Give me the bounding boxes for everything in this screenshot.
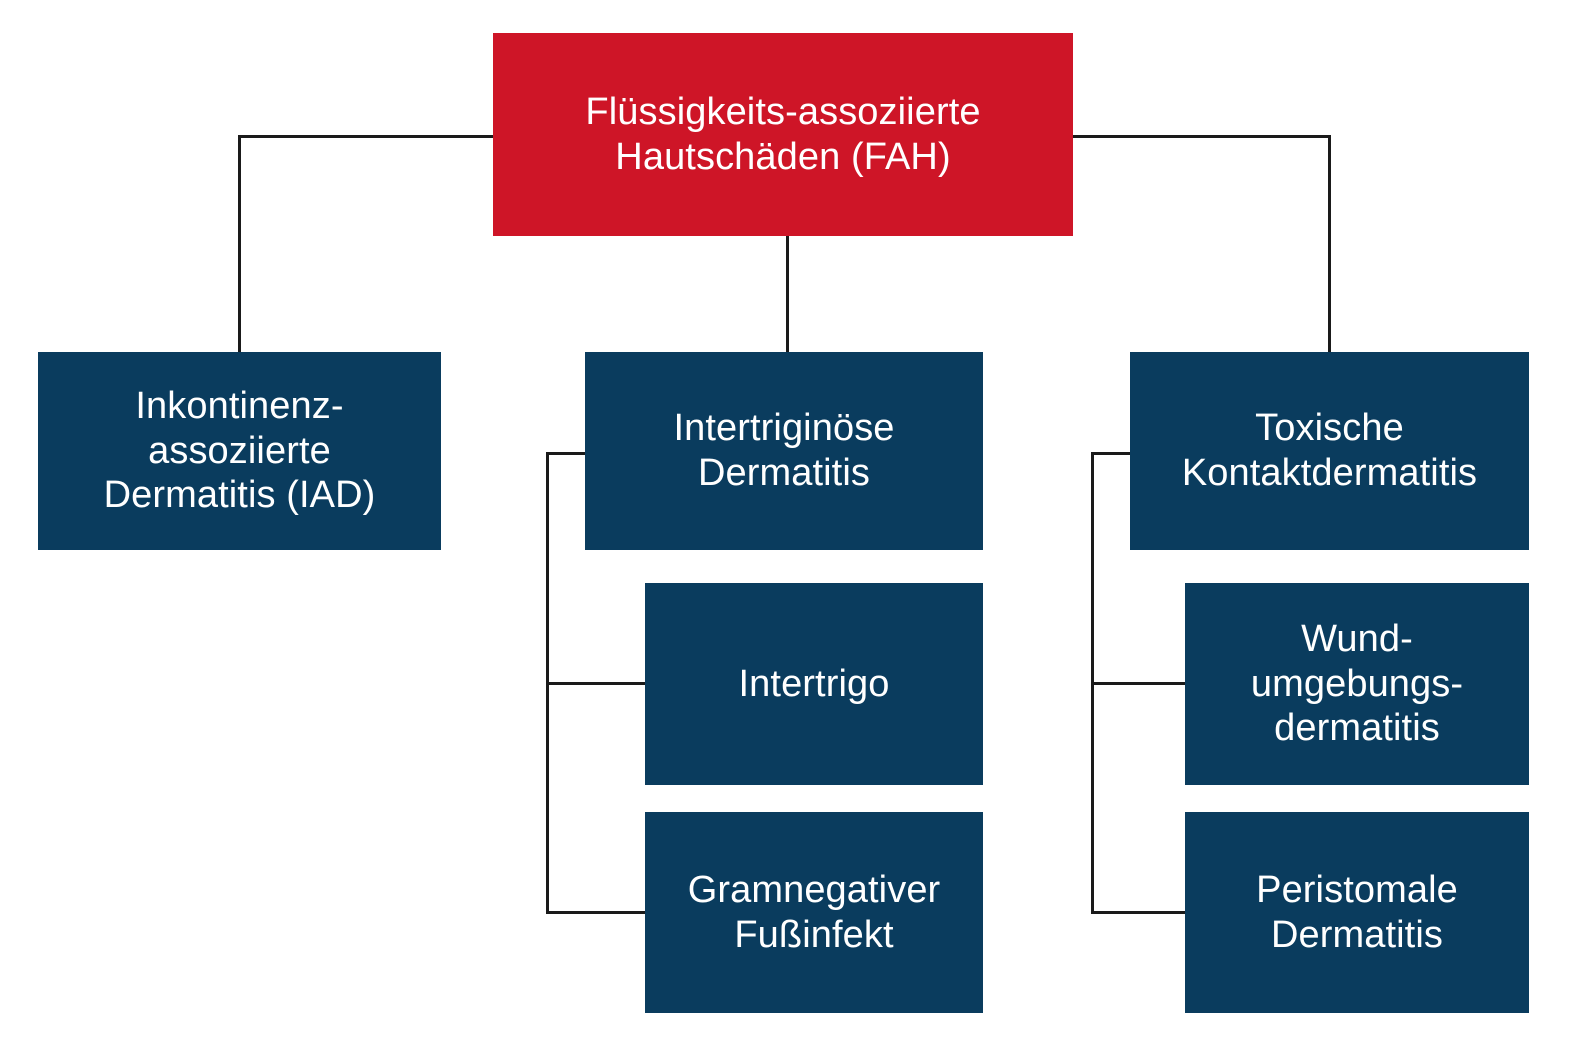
connector-root-to-intertriginous-vertical [786, 234, 789, 353]
connector-right-to-toxic [1091, 452, 1132, 455]
node-peristomal-dermatitis[interactable]: Peristomale Dermatitis [1185, 812, 1529, 1013]
connector-root-to-iad-vertical [238, 135, 241, 353]
connector-middle-to-gramnegative [546, 911, 647, 914]
connector-root-to-iad-horizontal [238, 135, 494, 138]
node-intertrigo[interactable]: Intertrigo [645, 583, 983, 785]
node-incontinence-associated-dermatitis[interactable]: Inkontinenz- assoziierte Dermatitis (IAD… [38, 352, 441, 550]
node-wound-surrounding-dermatitis[interactable]: Wund- umgebungs- dermatitis [1185, 583, 1529, 785]
node-toxic-contact-dermatitis[interactable]: Toxische Kontaktdermatitis [1130, 352, 1529, 550]
connector-middle-to-intertrigo [546, 682, 647, 685]
node-root-fah[interactable]: Flüssigkeits-assoziierte Hautschäden (FA… [493, 33, 1073, 236]
node-gramnegative-foot-infection[interactable]: Gramnegativer Fußinfekt [645, 812, 983, 1013]
node-intertriginous-dermatitis[interactable]: Intertriginöse Dermatitis [585, 352, 983, 550]
connector-middle-to-intertriginous [546, 452, 587, 455]
connector-root-to-toxic-horizontal [1073, 135, 1331, 138]
connector-right-to-wound [1091, 682, 1187, 685]
connector-right-to-peristomal [1091, 911, 1187, 914]
connector-root-to-toxic-vertical [1328, 135, 1331, 353]
